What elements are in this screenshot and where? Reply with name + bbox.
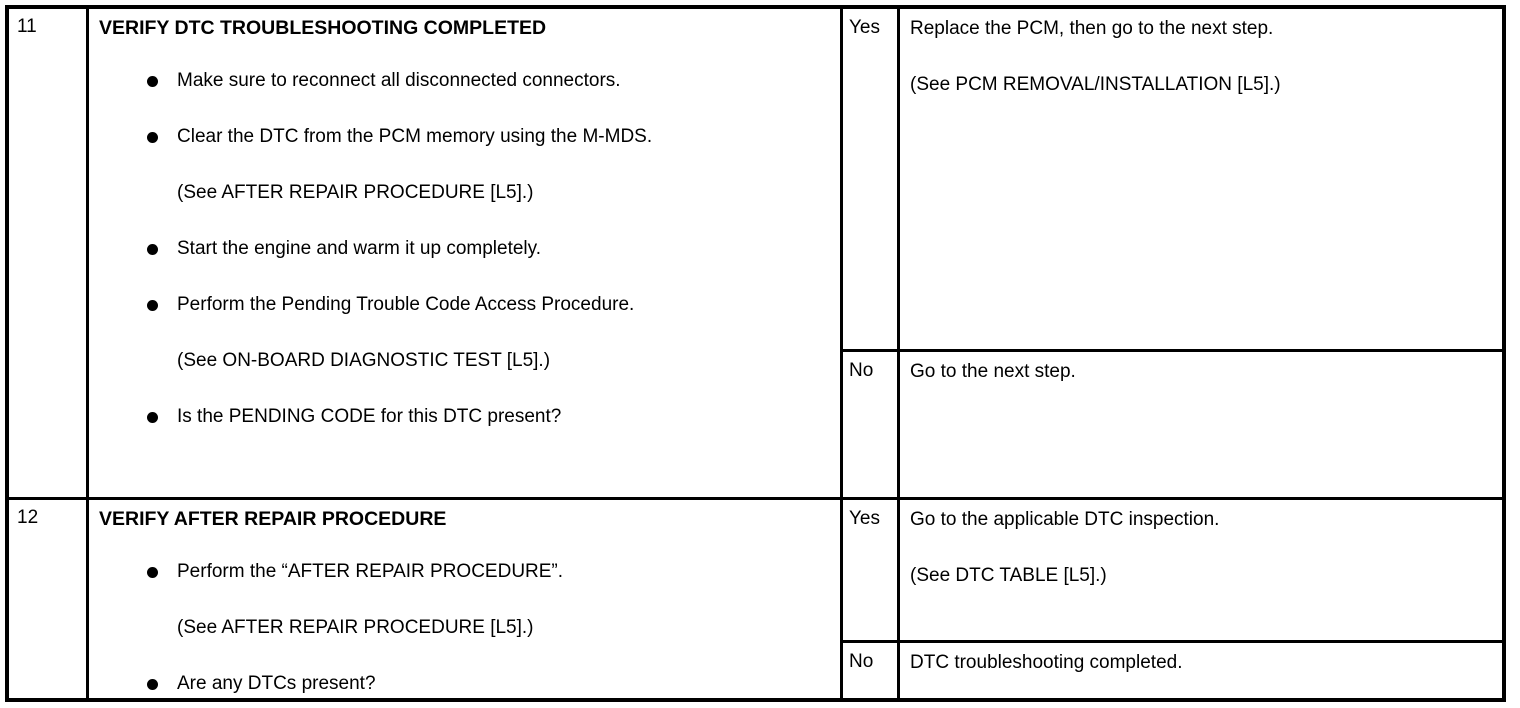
list-item-text: Perform the “AFTER REPAIR PROCEDURE”. xyxy=(177,561,564,582)
answer-label: Yes xyxy=(849,17,880,38)
action-cell: DTC troubleshooting completed. xyxy=(897,643,1502,698)
bullet-dot-icon xyxy=(147,679,158,690)
bullet-dot-icon xyxy=(147,412,158,423)
list-item: Clear the DTC from the PCM memory using … xyxy=(99,122,826,152)
result-cell: Yes Replace the PCM, then go to the next… xyxy=(840,9,1502,497)
list-item: Make sure to reconnect all disconnected … xyxy=(99,66,826,96)
inspection-step-list: Make sure to reconnect all disconnected … xyxy=(99,66,826,432)
result-cell: Yes Go to the applicable DTC inspection.… xyxy=(840,500,1502,698)
step-number-cell: 11 xyxy=(9,9,86,497)
bullet-dot-icon xyxy=(147,244,158,255)
bullet-dot-icon xyxy=(147,132,158,143)
step-number-cell: 12 xyxy=(9,500,86,698)
result-block-no: No DTC troubleshooting completed. xyxy=(843,640,1502,698)
action-line: Replace the PCM, then go to the next ste… xyxy=(910,18,1274,39)
action-cell: Go to the next step. xyxy=(897,352,1502,497)
answer-label: No xyxy=(849,360,874,381)
list-item: Perform the Pending Trouble Code Access … xyxy=(99,290,826,320)
bullet-dot-icon xyxy=(147,567,158,578)
bullet-dot-icon xyxy=(147,300,158,311)
list-item-text: Start the engine and warm it up complete… xyxy=(177,238,542,259)
table-row: 12 VERIFY AFTER REPAIR PROCEDURE Perform… xyxy=(9,497,1502,698)
list-item: Is the PENDING CODE for this DTC present… xyxy=(99,402,826,432)
result-block-yes: Yes Replace the PCM, then go to the next… xyxy=(843,9,1502,349)
table-row: 11 VERIFY DTC TROUBLESHOOTING COMPLETED … xyxy=(9,9,1502,497)
inspection-cell: VERIFY AFTER REPAIR PROCEDURE Perform th… xyxy=(86,500,840,698)
list-item-text: Are any DTCs present? xyxy=(177,673,376,694)
action-line: Go to the applicable DTC inspection. xyxy=(910,509,1220,530)
list-item: Are any DTCs present? xyxy=(99,669,826,699)
inspection-heading: VERIFY DTC TROUBLESHOOTING COMPLETED xyxy=(99,17,547,39)
reference-note: (See AFTER REPAIR PROCEDURE [L5].) xyxy=(177,182,534,203)
result-block-no: No Go to the next step. xyxy=(843,349,1502,497)
reference-note: (See ON-BOARD DIAGNOSTIC TEST [L5].) xyxy=(177,350,551,371)
inspection-cell: VERIFY DTC TROUBLESHOOTING COMPLETED Mak… xyxy=(86,9,840,497)
action-line: Go to the next step. xyxy=(910,361,1076,382)
result-block-yes: Yes Go to the applicable DTC inspection.… xyxy=(843,500,1502,640)
step-number: 12 xyxy=(17,507,39,528)
answer-label: Yes xyxy=(849,508,880,529)
list-item-text: Clear the DTC from the PCM memory using … xyxy=(177,126,653,147)
reference-note: (See PCM REMOVAL/INSTALLATION [L5].) xyxy=(910,74,1281,95)
reference-note: (See DTC TABLE [L5].) xyxy=(910,565,1107,586)
reference-note: (See AFTER REPAIR PROCEDURE [L5].) xyxy=(177,617,534,638)
dtc-troubleshooting-table: 11 VERIFY DTC TROUBLESHOOTING COMPLETED … xyxy=(5,5,1506,702)
list-item-text: Make sure to reconnect all disconnected … xyxy=(177,70,621,91)
list-item: Start the engine and warm it up complete… xyxy=(99,234,826,264)
action-cell: Go to the applicable DTC inspection. (Se… xyxy=(897,500,1502,640)
step-number: 11 xyxy=(17,16,37,37)
answer-label: No xyxy=(849,651,874,672)
list-item-text: Is the PENDING CODE for this DTC present… xyxy=(177,406,562,427)
list-item: Perform the “AFTER REPAIR PROCEDURE”. xyxy=(99,557,826,587)
list-item-text: Perform the Pending Trouble Code Access … xyxy=(177,294,635,315)
action-cell: Replace the PCM, then go to the next ste… xyxy=(897,9,1502,349)
bullet-dot-icon xyxy=(147,76,158,87)
action-line: DTC troubleshooting completed. xyxy=(910,652,1183,673)
inspection-step-list: Perform the “AFTER REPAIR PROCEDURE”. (S… xyxy=(99,557,826,699)
inspection-heading: VERIFY AFTER REPAIR PROCEDURE xyxy=(99,508,447,530)
